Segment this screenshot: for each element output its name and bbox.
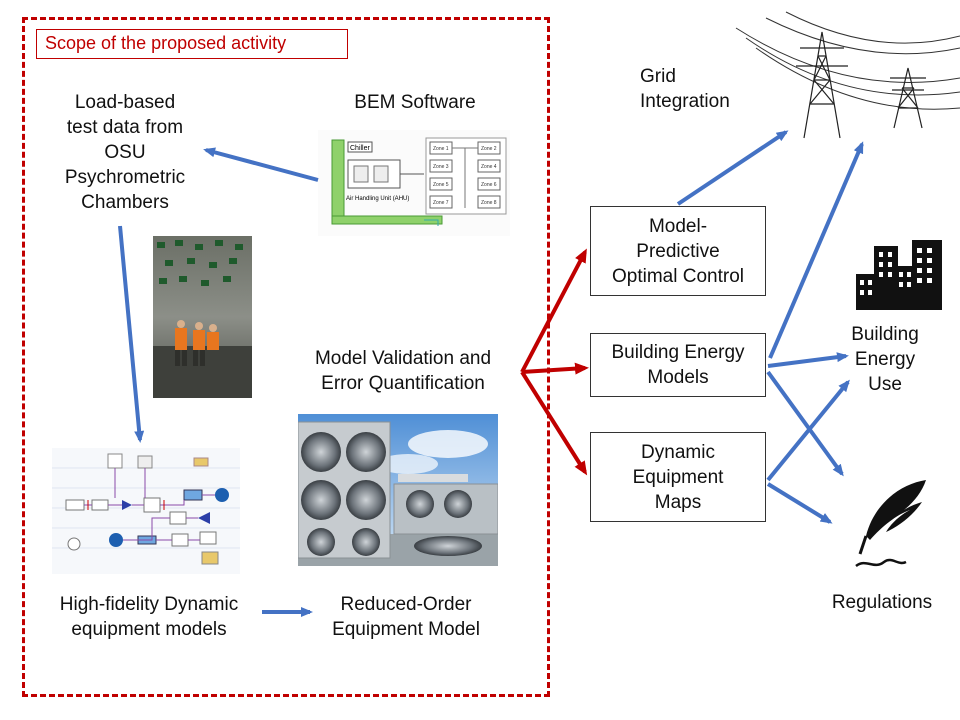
svg-text:Zone 4: Zone 4 [481, 164, 497, 170]
arrow-test-data-to-hifi [118, 225, 145, 443]
building-energy-use-label: Building Energy Use [851, 324, 919, 395]
arrow-bem-models-to-energy-use [767, 352, 849, 368]
arrow-dem-to-energy-use [766, 379, 850, 482]
mpc-box: Model- Predictive Optimal Control [590, 206, 766, 296]
feather-quill-icon [852, 474, 936, 574]
reduced-order-label: Reduced-Order Equipment Model [332, 594, 480, 640]
load-based-test-data-label: Load-based test data from OSU Psychromet… [64, 92, 186, 213]
rooftop-units-photo [297, 414, 499, 566]
chiller-text: Chiller [350, 145, 371, 152]
high-fidelity-model-diagram [52, 448, 240, 574]
svg-text:Zone 3: Zone 3 [433, 164, 449, 170]
transmission-tower-icon [726, 8, 960, 148]
scope-region [22, 17, 550, 697]
svg-text:Zone 1: Zone 1 [433, 146, 449, 152]
grid-integration-label: Grid Integration [640, 66, 730, 112]
dynamic-equipment-maps-box: Dynamic Equipment Maps [590, 432, 766, 522]
psychrometric-chamber-photo [153, 236, 252, 398]
arrow-validation-to-mpc [520, 248, 587, 373]
regulations-label: Regulations [831, 592, 933, 613]
svg-text:Zone 7: Zone 7 [433, 200, 449, 206]
ahu-text: Air Handling Unit (AHU) [346, 196, 409, 202]
arrow-bem-to-test-data [203, 147, 319, 182]
bem-software-schematic: Chiller Air Handling Unit (AHU) Zone 1 Z… [318, 130, 510, 236]
svg-text:Zone 6: Zone 6 [481, 182, 497, 188]
svg-text:Zone 5: Zone 5 [433, 182, 449, 188]
arrow-bem-models-to-grid [768, 141, 864, 359]
arrow-mpc-to-grid [676, 130, 789, 206]
building-icon [856, 240, 942, 310]
arrow-dem-to-regulations [766, 482, 833, 524]
arrow-bem-models-to-regulations [766, 370, 844, 477]
arrow-validation-to-dem [520, 370, 588, 476]
building-energy-models-box: Building Energy Models [590, 333, 766, 397]
svg-text:Zone 8: Zone 8 [481, 200, 497, 206]
arrow-validation-to-bem-models [521, 362, 589, 375]
svg-text:Zone 2: Zone 2 [481, 146, 497, 152]
high-fidelity-label: High-fidelity Dynamic equipment models [59, 594, 239, 640]
model-validation-label: Model Validation and Error Quantificatio… [314, 348, 492, 394]
scope-title: Scope of the proposed activity [36, 29, 348, 59]
bem-software-label: BEM Software [354, 92, 476, 113]
